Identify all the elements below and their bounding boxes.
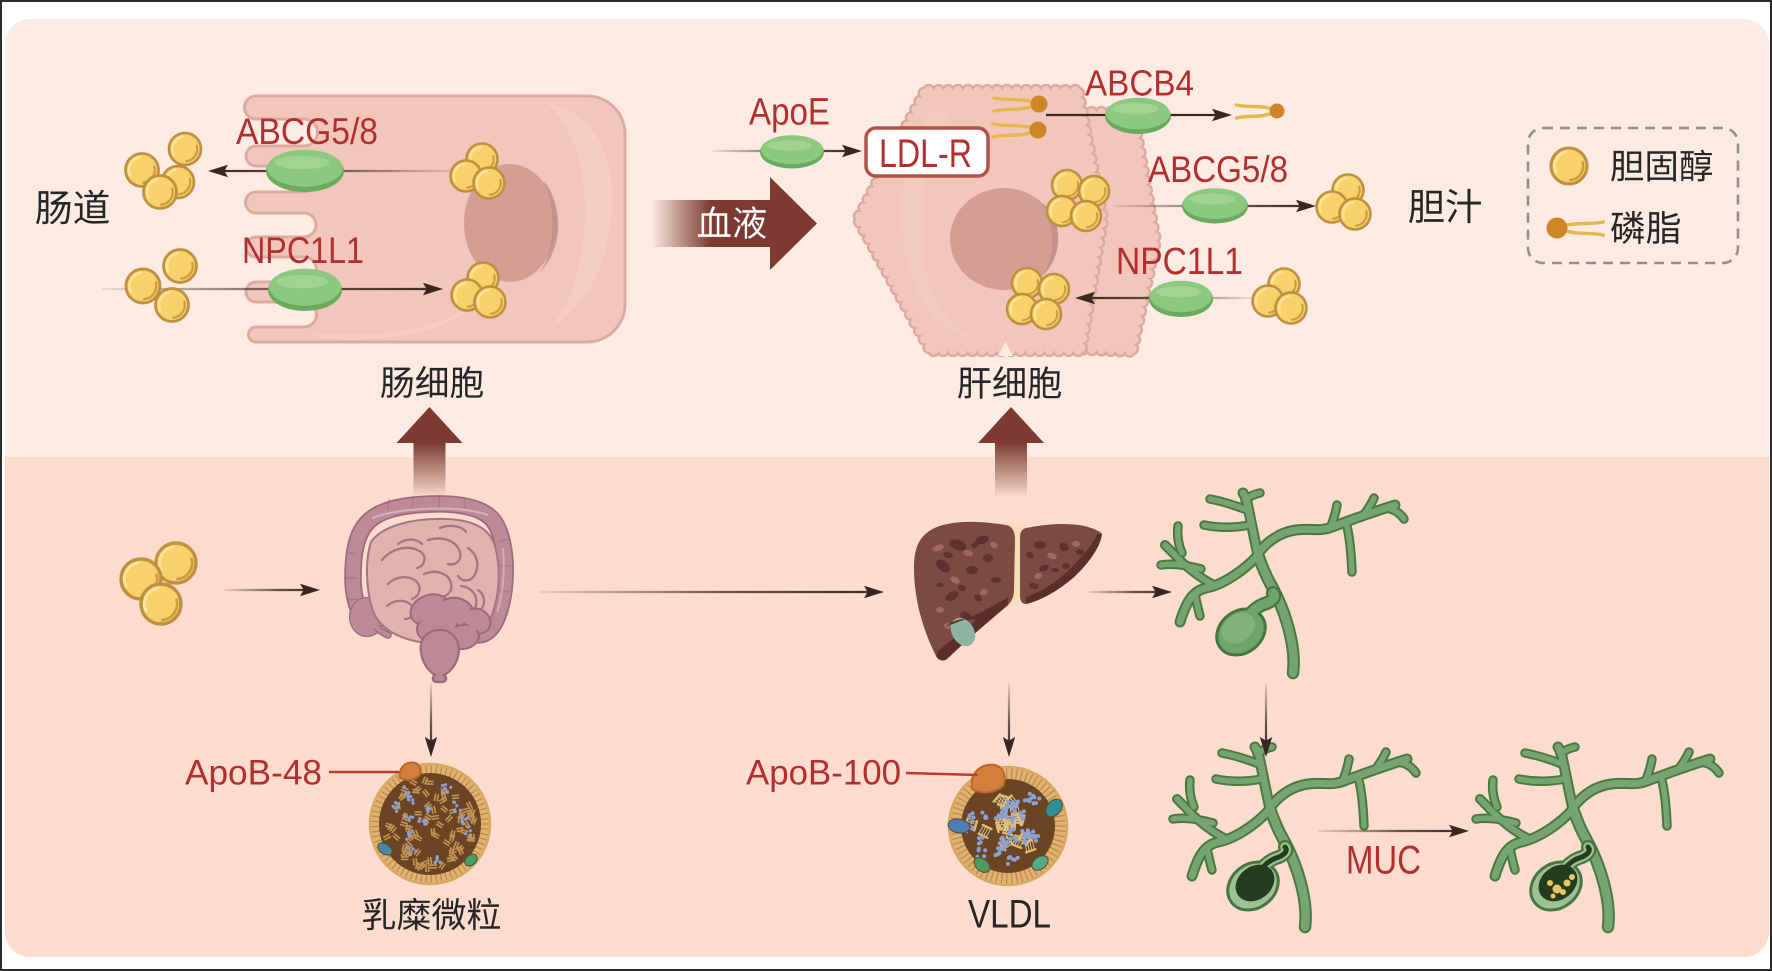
svg-text:VLDL: VLDL: [968, 893, 1051, 937]
svg-text:MUC: MUC: [1346, 839, 1421, 883]
svg-text:ABCG5/8: ABCG5/8: [236, 111, 378, 152]
svg-text:NPC1L1: NPC1L1: [1116, 241, 1243, 283]
svg-text:ABCG5/8: ABCG5/8: [1148, 149, 1288, 190]
svg-text:ApoB-48: ApoB-48: [185, 754, 322, 793]
svg-text:ApoE: ApoE: [749, 92, 830, 134]
svg-text:NPC1L1: NPC1L1: [242, 230, 364, 271]
svg-text:ApoB-100: ApoB-100: [746, 754, 901, 793]
svg-text:ABCB4: ABCB4: [1085, 63, 1194, 104]
svg-text:LDL-R: LDL-R: [879, 132, 972, 176]
